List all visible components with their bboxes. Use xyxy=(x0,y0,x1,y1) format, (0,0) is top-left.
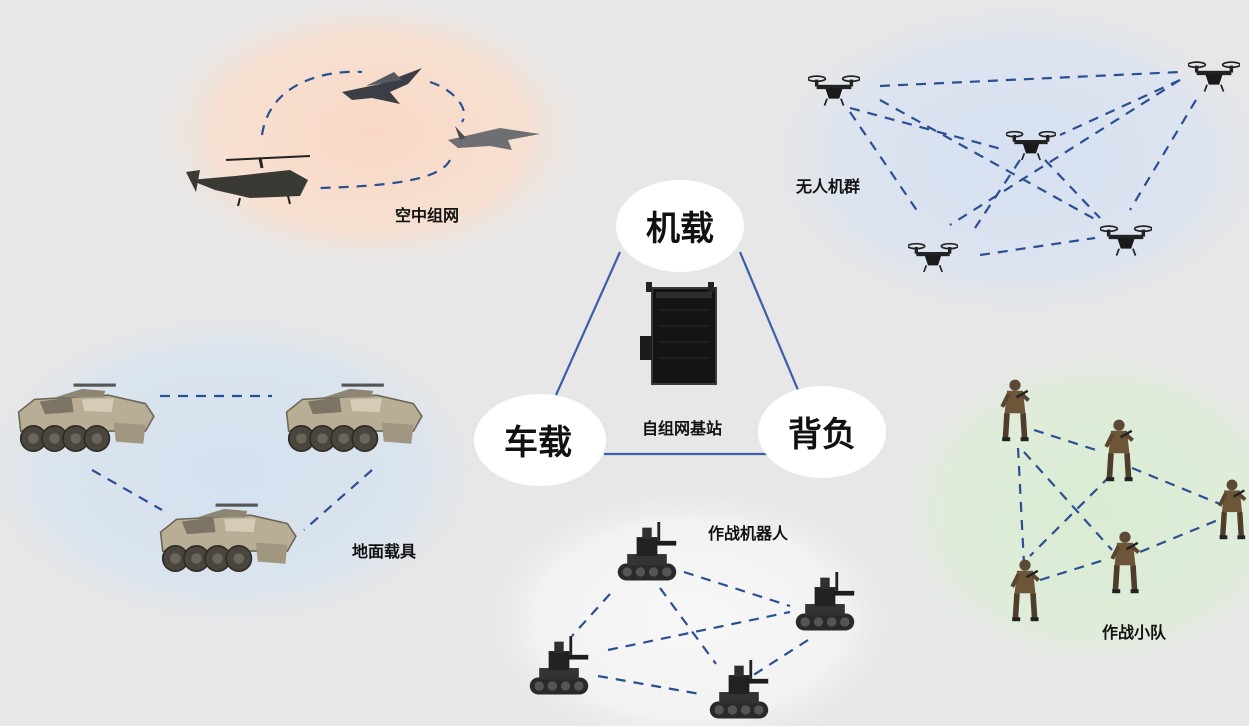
ground-label: 地面载具 xyxy=(352,542,416,561)
jet-upper-icon xyxy=(342,68,422,104)
vehicle-label: 车载 xyxy=(504,423,572,463)
squad-group: 作战小队 xyxy=(1002,380,1245,642)
drones-label: 无人机群 xyxy=(795,177,860,196)
air-zone xyxy=(145,0,595,275)
backpack-node: 背负 xyxy=(758,386,886,478)
radio-station-icon xyxy=(640,282,717,385)
backpack-label: 背负 xyxy=(788,415,856,455)
station-label: 自组网基站 xyxy=(642,419,722,438)
air-link xyxy=(260,70,466,190)
drone-group: 无人机群 xyxy=(795,61,1240,273)
air-group: 空中组网 xyxy=(186,68,540,225)
vehicle-node: 车载 xyxy=(474,394,606,486)
robot-group: 作战机器人 xyxy=(529,522,855,719)
air-label: 空中组网 xyxy=(395,206,459,225)
squad-label: 作战小队 xyxy=(1102,623,1167,642)
ground-group: 地面载具 xyxy=(17,382,423,572)
helicopter-icon xyxy=(186,155,311,207)
airborne-label: 机载 xyxy=(646,209,714,249)
robot-zone xyxy=(470,480,910,726)
robot-links xyxy=(571,570,809,696)
squad-zone xyxy=(880,335,1249,685)
airborne-node: 机载 xyxy=(616,180,744,272)
jet-lower-icon xyxy=(448,126,540,150)
squad-links xyxy=(1016,428,1221,582)
drone-zone xyxy=(750,0,1249,330)
ground-links xyxy=(91,394,373,531)
base-station: 机载 车载 背负 自组网基站 xyxy=(474,180,886,486)
ground-zone xyxy=(0,300,500,640)
drone-links xyxy=(849,70,1197,257)
robots-label: 作战机器人 xyxy=(708,524,789,543)
